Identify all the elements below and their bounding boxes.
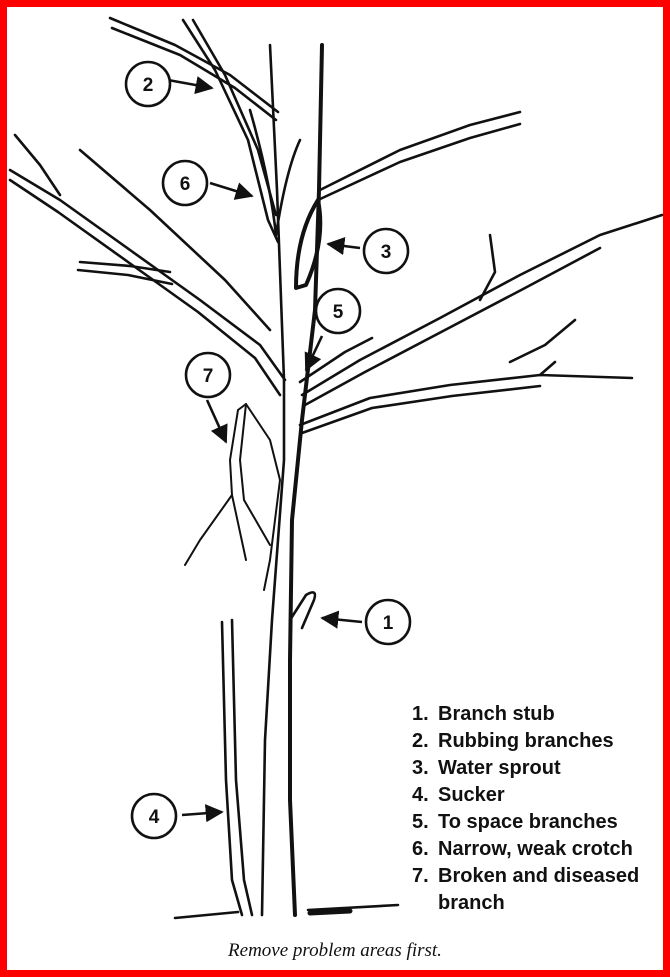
legend-item: 7. Broken and diseased branch (412, 863, 663, 917)
callout-7: 7 (186, 353, 230, 397)
trunk (262, 45, 322, 915)
callout-4-arrow (182, 812, 222, 815)
legend-item-number: 2. (412, 728, 438, 755)
callout-7-number: 7 (203, 366, 214, 387)
legend-item-number: 1. (412, 701, 438, 728)
legend-item: 5. To space branches (412, 809, 663, 836)
ground-line-right (308, 905, 398, 910)
callout-2-arrow (168, 80, 212, 88)
figure-caption: Remove problem areas first. (0, 940, 670, 962)
legend: 1. Branch stub 2. Rubbing branches 3. Wa… (412, 701, 663, 917)
callout-1-number: 1 (383, 613, 394, 634)
callout-3-arrow (328, 244, 360, 248)
callout-4-number: 4 (149, 807, 160, 828)
callout-1: 1 (366, 600, 410, 644)
callout-2-number: 2 (143, 75, 154, 96)
legend-item-number: 3. (412, 755, 438, 782)
legend-item-text: Narrow, weak crotch (438, 836, 663, 863)
callout-2: 2 (126, 62, 170, 106)
callout-6-arrow (210, 183, 252, 196)
callout-5-number: 5 (333, 302, 344, 323)
legend-item-number: 7. (412, 863, 438, 917)
ground-line-left (175, 912, 238, 918)
callout-3-number: 3 (381, 242, 392, 263)
callout-7-arrow (207, 400, 226, 442)
legend-item-text: To space branches (438, 809, 663, 836)
broken-diseased-branch (185, 404, 280, 590)
rubbing-branches (110, 18, 278, 242)
legend-item: 6. Narrow, weak crotch (412, 836, 663, 863)
callout-3: 3 (364, 229, 408, 273)
right-branches (300, 112, 662, 433)
legend-item: 4. Sucker (412, 782, 663, 809)
legend-item-text: Rubbing branches (438, 728, 663, 755)
callout-4: 4 (132, 794, 176, 838)
legend-item: 2. Rubbing branches (412, 728, 663, 755)
callout-6: 6 (163, 161, 207, 205)
sucker (222, 620, 252, 915)
callout-1-arrow (322, 618, 362, 622)
callout-5: 5 (316, 289, 360, 333)
legend-item-number: 6. (412, 836, 438, 863)
legend-item-text: Branch stub (438, 701, 663, 728)
legend-item-number: 5. (412, 809, 438, 836)
branch-stub (290, 592, 315, 628)
left-branches (10, 135, 285, 395)
callout-6-number: 6 (180, 174, 191, 195)
legend-item-number: 4. (412, 782, 438, 809)
legend-item: 3. Water sprout (412, 755, 663, 782)
legend-item-text: Sucker (438, 782, 663, 809)
legend-item-text: Water sprout (438, 755, 663, 782)
legend-item: 1. Branch stub (412, 701, 663, 728)
legend-item-text: Broken and diseased branch (438, 863, 663, 917)
